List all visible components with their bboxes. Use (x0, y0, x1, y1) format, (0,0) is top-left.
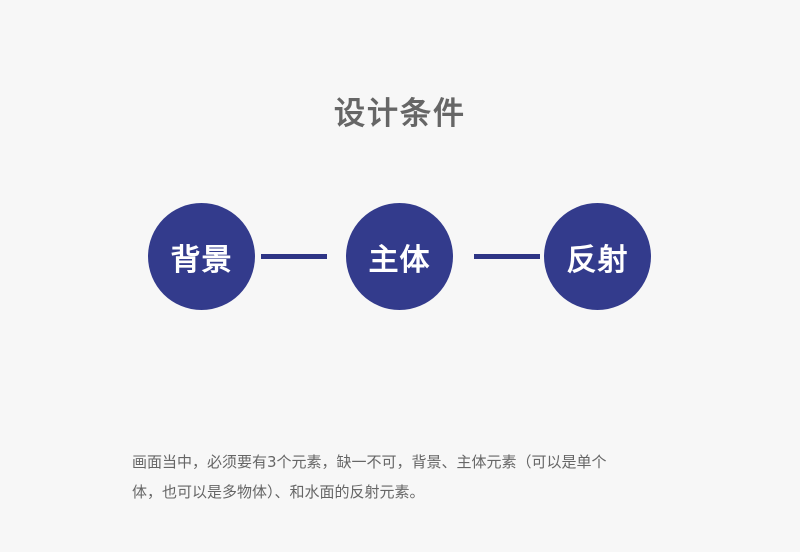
node-subject: 主体 (346, 203, 453, 310)
connector-line (261, 254, 327, 259)
node-label: 反射 (566, 242, 629, 278)
connector-line (474, 254, 540, 259)
diagram-title: 设计条件 (334, 96, 466, 132)
node-reflection: 反射 (544, 203, 651, 310)
description-text: 画面当中，必须要有3个元素，缺一不可，背景、主体元素（可以是单个 体，也可以是多… (132, 447, 672, 507)
node-label: 主体 (368, 242, 431, 278)
node-label: 背景 (170, 242, 233, 278)
description-line: 画面当中，必须要有3个元素，缺一不可，背景、主体元素（可以是单个 (132, 453, 607, 471)
description-line: 体，也可以是多物体）、和水面的反射元素。 (132, 483, 425, 501)
node-background: 背景 (148, 203, 255, 310)
